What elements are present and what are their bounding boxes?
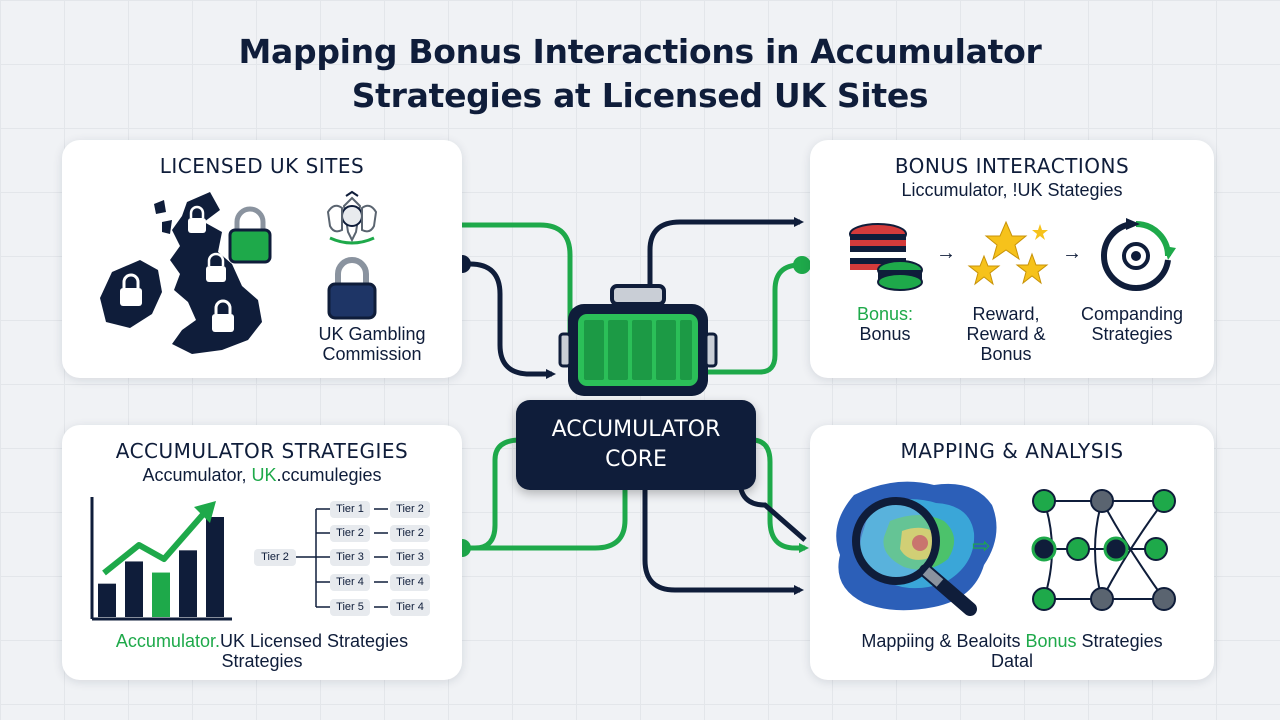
connector-map-green — [751, 437, 809, 553]
connector-map-navy — [642, 490, 804, 595]
sites-title: LICENSED UK SITES — [159, 154, 365, 178]
title-line-2: Strategies at Licensed UK Sites — [351, 76, 929, 115]
tier-right-4: Tier 4 — [390, 574, 430, 591]
title-line-1: Mapping Bonus Interactions in Accumulato… — [238, 32, 1042, 71]
magnifier-icon — [852, 497, 977, 616]
battery-icon — [558, 284, 718, 396]
acc-caption: Accumulator.UK Licensed Strategies Strat… — [115, 631, 409, 671]
connector-sites-navy — [462, 261, 556, 379]
tier-left-1: Tier 1 — [330, 501, 370, 518]
growth-bar — [206, 517, 224, 617]
stars-icon — [967, 220, 1049, 286]
tier-left-2: Tier 2 — [330, 525, 370, 542]
connector-bonus-navy — [647, 217, 804, 285]
tier-right-2: Tier 2 — [390, 525, 430, 542]
map-caption: Mappiing & Bealoits Bonus Strategies Dat… — [861, 631, 1163, 671]
connector-bonus-green — [700, 262, 801, 375]
bonus-subtitle: Liccumulator, !UK Stategies — [901, 180, 1123, 200]
panel-bonus-interactions: BONUS INTERACTIONS Liccumulator, !UK Sta… — [810, 140, 1214, 378]
acc-subtitle: Accumulator, UK.ccumulegies — [142, 465, 382, 485]
growth-bar-chart-icon — [90, 497, 232, 621]
tier-left-4: Tier 4 — [330, 574, 370, 591]
connector-dot-bonus — [793, 256, 811, 274]
growth-bar — [125, 561, 143, 617]
core-line-2: CORE — [605, 447, 667, 472]
tier-right-1: Tier 2 — [390, 501, 430, 518]
tree-root-tier: Tier 2 — [254, 549, 296, 566]
connector-acc-green-2 — [470, 490, 628, 551]
accumulator-core: ACCUMULATOR CORE — [516, 400, 756, 490]
growth-bar — [152, 572, 170, 617]
network-graph-icon — [1031, 489, 1176, 611]
connector-acc-green — [462, 437, 521, 551]
panel-accumulator-strategies: ACCUMULATOR STRATEGIES Accumulator, UK.c… — [62, 425, 462, 680]
tier-right-3: Tier 3 — [390, 549, 430, 566]
uk-map-icon — [100, 192, 262, 354]
panel-licensed-uk-sites: LICENSED UK SITES — [62, 140, 462, 378]
navy-padlock-icon — [327, 257, 377, 320]
tier-left-3: Tier 3 — [330, 549, 370, 566]
page-title: Mapping Bonus Interactions in Accumulato… — [0, 30, 1280, 118]
royal-crest-icon — [326, 190, 378, 245]
core-line-1: ACCUMULATOR — [551, 417, 721, 442]
flow-arrow-3: ⇨ — [972, 533, 991, 558]
tier-left-5: Tier 5 — [330, 599, 370, 616]
step-companding-label: Companding Strategies — [1080, 304, 1184, 344]
acc-title: ACCUMULATOR STRATEGIES — [115, 439, 409, 463]
flow-arrow-1: → — [936, 242, 956, 264]
map-title: MAPPING & ANALYSIS — [900, 439, 1124, 463]
step-reward-label: Reward, Reward & Bonus — [966, 304, 1046, 364]
step-bonus-label: Bonus: Bonus — [856, 304, 914, 344]
growth-bar — [179, 550, 197, 617]
tier-right-5: Tier 4 — [390, 599, 430, 616]
chip-stack-icon — [849, 223, 923, 291]
growth-bar — [98, 583, 116, 617]
tier-tree-lines — [296, 508, 388, 608]
panel-mapping-analysis: MAPPING & ANALYSIS ⇨ — [810, 425, 1214, 680]
cycle-arrows-icon — [1100, 218, 1176, 292]
green-padlock-icon — [228, 206, 272, 264]
connector-sites-green — [456, 222, 573, 340]
flow-arrow-2: → — [1062, 242, 1082, 264]
gambling-commission-label: UK Gambling Commission — [318, 324, 426, 364]
bonus-title: BONUS INTERACTIONS — [894, 154, 1130, 178]
